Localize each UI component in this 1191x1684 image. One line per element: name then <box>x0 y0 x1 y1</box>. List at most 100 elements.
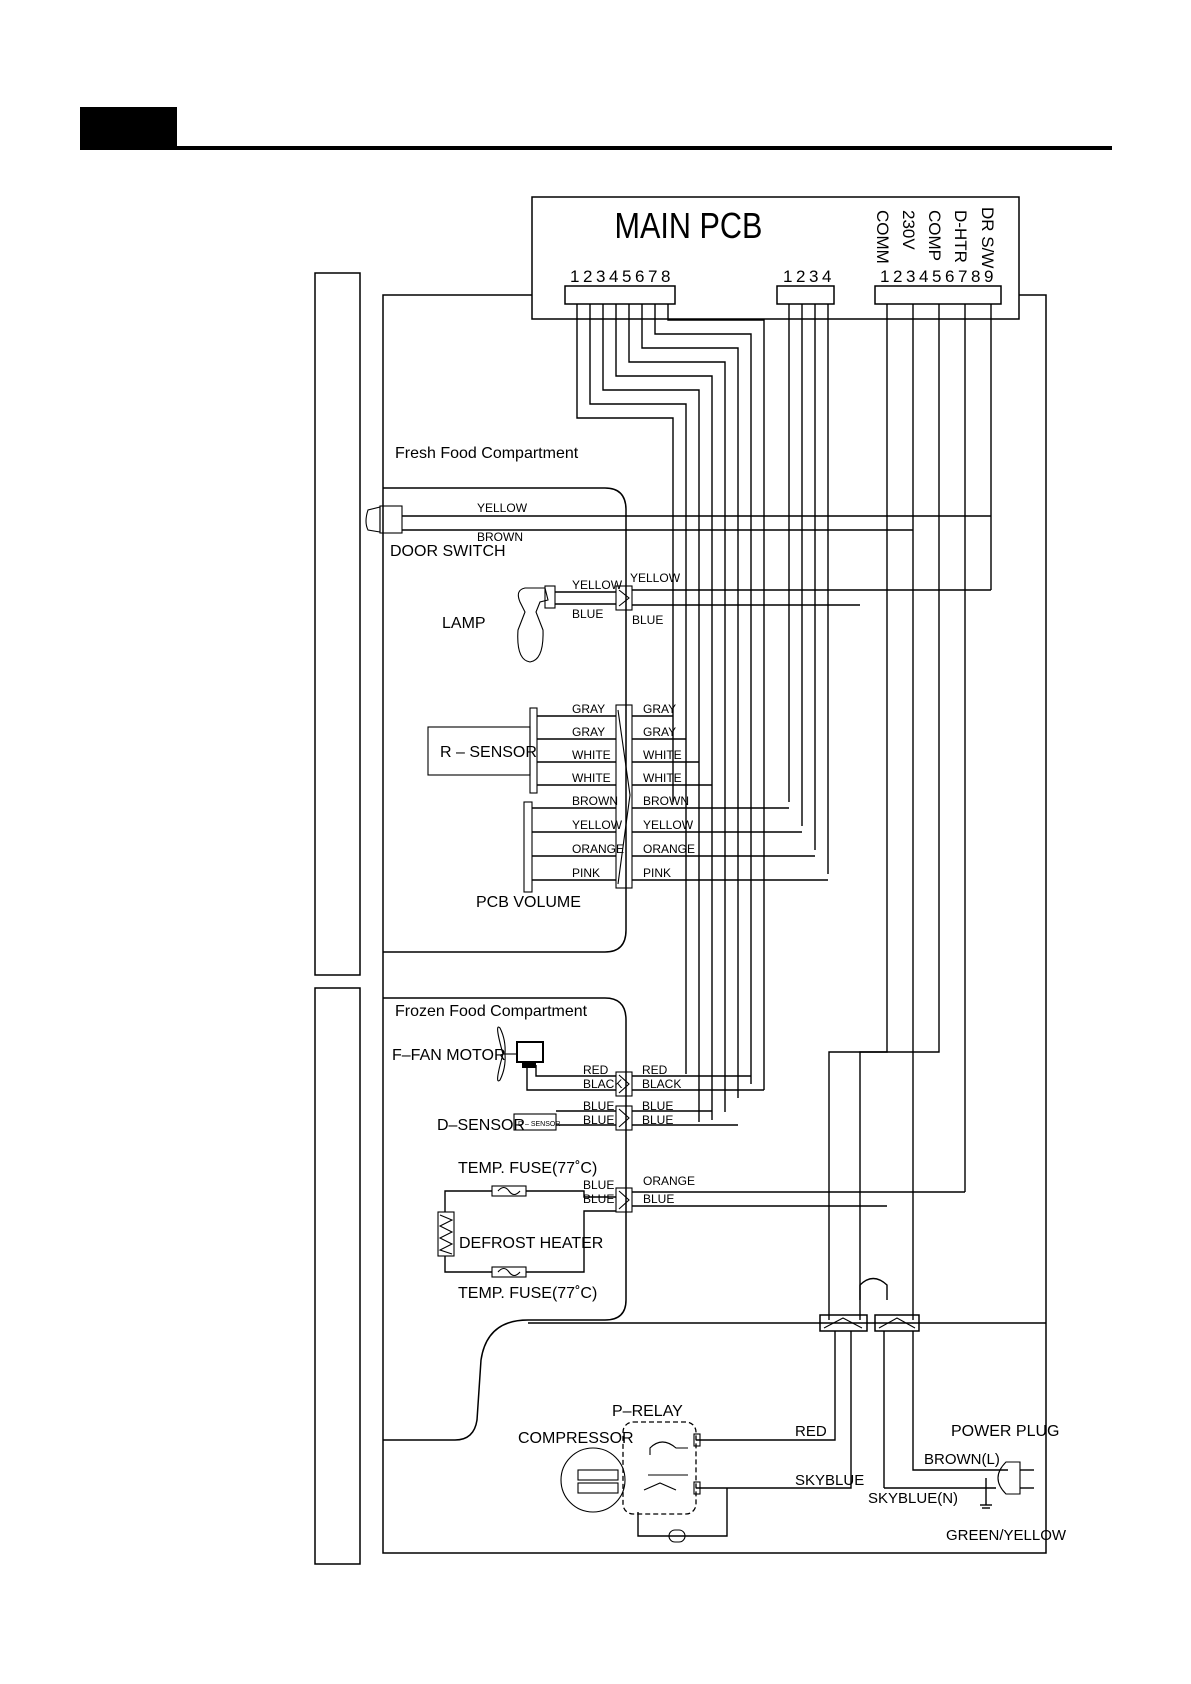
compressor-label: COMPRESSOR <box>518 1430 634 1447</box>
fan-motor-body <box>516 1041 544 1063</box>
door-switch-yellow-label: YELLOW <box>477 501 528 515</box>
cabinet-outline <box>382 294 1047 1554</box>
sensor-left-label-2: GRAY <box>572 725 605 739</box>
lamp-icon <box>517 587 549 663</box>
sensor-right-label-5: BROWN <box>643 794 689 808</box>
header-black-tab <box>80 107 177 149</box>
door-switch-icon <box>365 506 381 533</box>
lamp-label: LAMP <box>442 615 486 632</box>
c1-pin-4: 4 <box>609 267 618 286</box>
heater-orange-right: ORANGE <box>643 1174 695 1188</box>
terminal-block-2 <box>874 1314 920 1332</box>
d-sensor-blue-left-2: BLUE <box>583 1113 614 1127</box>
overload-protector <box>668 1529 686 1543</box>
c2-pin-1: 1 <box>783 267 792 286</box>
lamp-blue-right: BLUE <box>632 613 663 627</box>
door-switch-brown-label: BROWN <box>477 530 523 544</box>
fan-red-left: RED <box>583 1063 609 1077</box>
relay-skyblue-label: SKYBLUE <box>795 1472 864 1489</box>
wire-c1-p7 <box>654 304 752 1084</box>
c3-pin-1: 1 <box>880 267 889 286</box>
lamp-yellow-left: YELLOW <box>572 578 623 592</box>
pcb-connector-1 <box>564 285 676 305</box>
c1-pin-8: 8 <box>661 267 670 286</box>
fan-red-right: RED <box>642 1063 668 1077</box>
connector3-pin-numbers: 1 2 3 4 5 6 7 8 9 <box>880 267 993 286</box>
door-switch: YELLOW BROWN DOOR SWITCH <box>365 501 991 560</box>
d-sensor-small-label: D – SENSOR <box>518 1121 560 1128</box>
terminal-block-1 <box>819 1314 868 1332</box>
plug-skyblue-label: SKYBLUE(N) <box>868 1490 958 1507</box>
p-relay: P–RELAY RED SKYBLUE <box>612 1403 864 1543</box>
c3-pin-5: 5 <box>932 267 941 286</box>
header-rule <box>80 146 1112 150</box>
connector1-pin-numbers: 1 2 3 4 5 6 7 8 <box>570 267 670 286</box>
c1-pin-7: 7 <box>648 267 657 286</box>
sensor-left-label-4: WHITE <box>572 771 611 785</box>
d-sensor-blue-right-2: BLUE <box>642 1113 673 1127</box>
door-switch-body <box>379 505 403 534</box>
wire-c3-p3 <box>859 304 940 1320</box>
defrost-heater: TEMP. FUSE(77˚C) DEFROST HEATER TEMP. FU… <box>437 1160 965 1302</box>
lamp-connector <box>615 585 633 611</box>
wire-c1-p6 <box>641 304 739 1098</box>
p-relay-label: P–RELAY <box>612 1403 683 1420</box>
pcb-label-d-htr: D-HTR <box>951 210 970 263</box>
main-pcb-title: MAIN PCB <box>615 207 763 247</box>
c1-pin-6: 6 <box>635 267 644 286</box>
d-sensor-blue-left-1: BLUE <box>583 1099 614 1113</box>
pcb-vertical-labels: COMM 230V COMP D-HTR DR S/W <box>873 207 997 268</box>
c1-pin-3: 3 <box>596 267 605 286</box>
heater-blue-left-1: BLUE <box>583 1178 614 1192</box>
frozen-side-panel <box>314 987 361 1565</box>
sensor-left-label-7: ORANGE <box>572 842 624 856</box>
sensor-left-label-5: BROWN <box>572 794 618 808</box>
wire-c1-p1 <box>576 304 674 802</box>
c1-pin-5: 5 <box>622 267 631 286</box>
lamp: YELLOW BLUE YELLOW BLUE LAMP <box>442 571 991 663</box>
c2-pin-2: 2 <box>796 267 805 286</box>
wire-c3-p1 <box>828 304 888 1320</box>
r-sensor-label: R – SENSOR <box>440 744 537 761</box>
c3-pin-3: 3 <box>906 267 915 286</box>
door-switch-label: DOOR SWITCH <box>390 543 506 560</box>
c3-pin-6: 6 <box>945 267 954 286</box>
wire-c1-p8 <box>667 304 765 1090</box>
power-plug: POWER PLUG BROWN(L) SKYBLUE(N) GREEN/YEL… <box>868 1423 1067 1544</box>
d-sensor-blue-right-1: BLUE <box>642 1099 673 1113</box>
heater-element <box>437 1211 455 1257</box>
sensor-right-label-7: ORANGE <box>643 842 695 856</box>
f-fan-motor-label: F–FAN MOTOR <box>392 1047 506 1064</box>
sensor-harness: R – SENSOR PCB VOLUME GRAY GRAY WHITE WH… <box>427 702 828 911</box>
sensor-right-label-2: GRAY <box>643 725 676 739</box>
pcb-volume-plate <box>523 801 533 893</box>
temp-fuse-top-label: TEMP. FUSE(77˚C) <box>458 1160 597 1177</box>
sensor-right-label-3: WHITE <box>643 748 682 762</box>
d-sensor: D–SENSOR D – SENSOR BLUE BLUE BLUE BLUE <box>437 1099 738 1134</box>
c3-pin-2: 2 <box>893 267 902 286</box>
defrost-heater-label: DEFROST HEATER <box>459 1235 603 1252</box>
fresh-compartment-outline <box>383 487 627 953</box>
plug-ground-label: GREEN/YELLOW <box>946 1527 1067 1544</box>
c3-pin-8: 8 <box>971 267 980 286</box>
sensor-connector <box>615 704 633 889</box>
sensor-right-label-8: PINK <box>643 866 671 880</box>
plug-brown-label: BROWN(L) <box>924 1451 1000 1468</box>
r-sensor-plate <box>529 707 538 794</box>
terminal-blocks <box>819 1277 920 1332</box>
sensor-right-label-6: YELLOW <box>643 818 694 832</box>
frozen-compartment-label: Frozen Food Compartment <box>395 1003 588 1020</box>
pcb-label-230v: 230V <box>899 210 918 250</box>
fan-blade-icon <box>497 1026 506 1082</box>
c3-pin-9: 9 <box>984 267 993 286</box>
lamp-yellow-right: YELLOW <box>630 571 681 585</box>
relay-red-label: RED <box>795 1423 827 1440</box>
pcb-connector-2 <box>776 285 835 305</box>
wire-c1-p4 <box>615 304 713 1120</box>
pcb-label-dr-sw: DR S/W <box>978 207 997 268</box>
wire-c1-p3 <box>602 304 700 1122</box>
heater-blue-right: BLUE <box>643 1192 674 1206</box>
sensor-left-label-6: YELLOW <box>572 818 623 832</box>
sensor-right-label-1: GRAY <box>643 702 676 716</box>
